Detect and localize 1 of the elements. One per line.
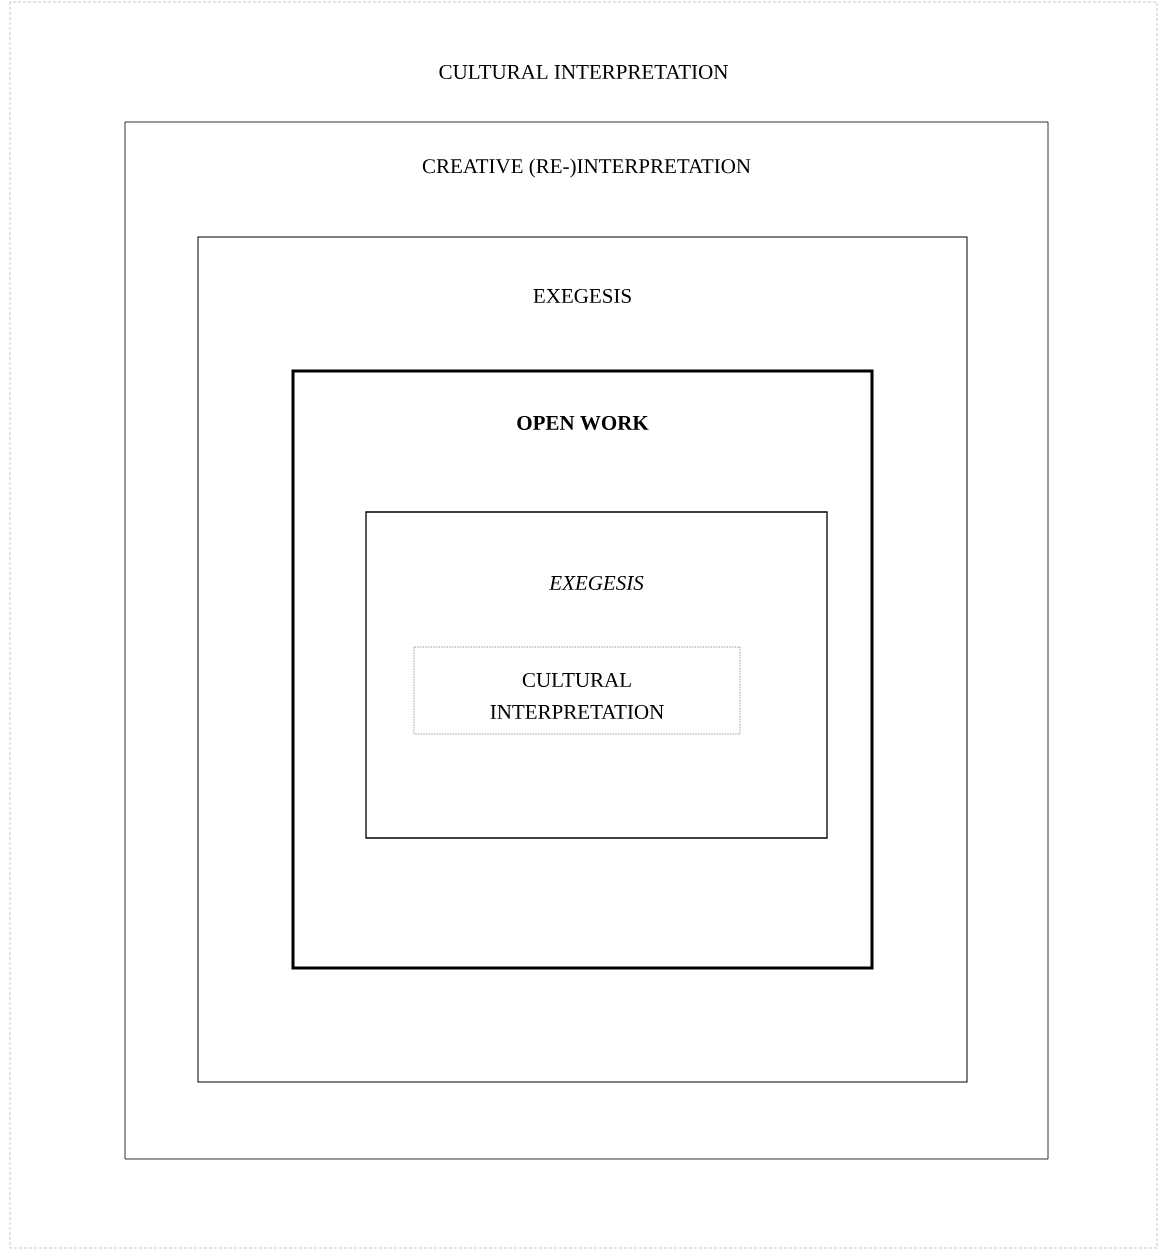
dotted-box: CULTURAL INTERPRETATION [413, 646, 741, 735]
